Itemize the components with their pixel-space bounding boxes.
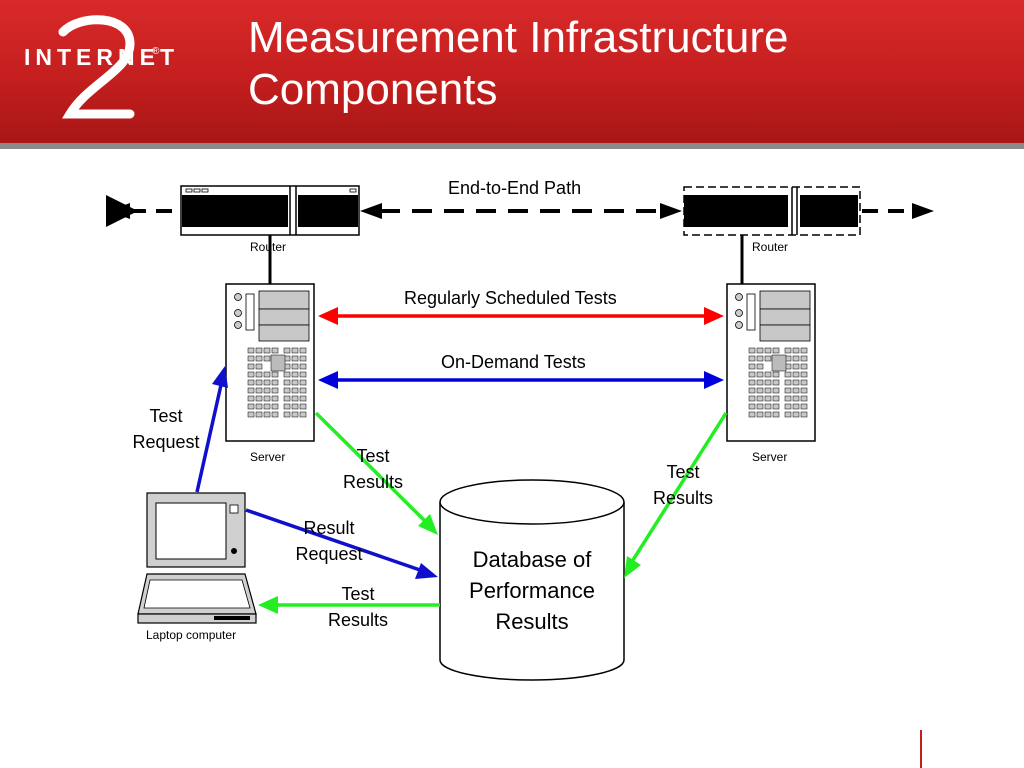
server-left-label: Server: [250, 450, 286, 464]
router-right: [683, 186, 861, 236]
left-test-results-arrow: [314, 411, 438, 535]
right-results-line1: Test: [666, 462, 700, 482]
right-test-results-arrow: [624, 412, 728, 578]
registered-mark: ®: [152, 46, 160, 57]
result-request-line1: Result: [303, 518, 355, 538]
on-demand-tests-arrow: [318, 371, 724, 389]
database-cylinder: [439, 479, 625, 681]
on-demand-tests-label: On-Demand Tests: [441, 352, 586, 372]
slide-title-line1: Measurement Infrastructure: [248, 13, 789, 62]
database-line3: Results: [495, 609, 569, 634]
slide-title: Measurement Infrastructure Components: [248, 12, 788, 116]
laptop-results-line2: Results: [327, 610, 389, 630]
slide-title-line2: Components: [248, 65, 498, 114]
router-right-label: Router: [752, 240, 789, 254]
database-line1: Database of: [472, 547, 592, 572]
result-request-arrow: [245, 508, 438, 579]
left-test-results-label: Test Results: [338, 443, 408, 495]
test-request-line1: Test: [149, 406, 183, 426]
right-test-results-label: Test Results: [648, 459, 718, 511]
internet2-logo-mark: [58, 15, 135, 119]
scheduled-tests-label: Regularly Scheduled Tests: [404, 288, 617, 308]
end-to-end-path-label: End-to-End Path: [448, 178, 582, 198]
laptop-label: Laptop computer: [146, 628, 237, 642]
database-label: Database of Performance Results: [450, 544, 614, 637]
laptop-test-results-arrow: [258, 596, 440, 614]
laptop-results-line1: Test: [341, 584, 375, 604]
scheduled-tests-arrow: [318, 307, 724, 325]
slide-header: INTERNET ® Measurement Infrastructure Co…: [0, 0, 1024, 143]
test-request-line2: Request: [132, 432, 200, 452]
right-results-line2: Results: [652, 488, 714, 508]
header-divider: [0, 143, 1024, 149]
server-left: [225, 283, 315, 442]
result-request-label: Result Request: [290, 515, 368, 567]
test-request-label: Test Request: [128, 403, 204, 455]
left-results-line1: Test: [356, 446, 390, 466]
test-request-arrow: [195, 366, 228, 493]
router-left-label: Router: [250, 240, 287, 254]
server-right: [726, 283, 816, 442]
footer-accent-line: [920, 730, 922, 768]
result-request-line2: Request: [295, 544, 363, 564]
server-right-label: Server: [752, 450, 788, 464]
laptop-test-results-label: Test Results: [323, 581, 393, 633]
laptop-computer-icon: [137, 492, 257, 624]
router-left: [180, 185, 360, 236]
database-line2: Performance: [469, 578, 595, 603]
left-results-line2: Results: [342, 472, 404, 492]
end-to-end-path: [106, 195, 934, 227]
internet2-logo-text: INTERNET: [24, 44, 179, 70]
